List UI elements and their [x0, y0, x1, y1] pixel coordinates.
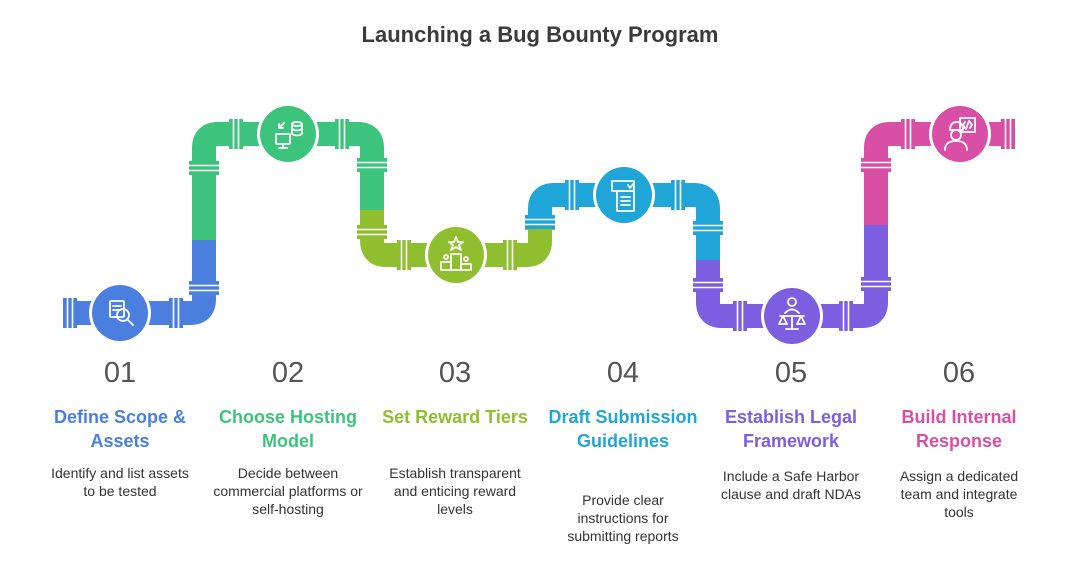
pipe-joint-2: [169, 298, 183, 328]
legal-scales-person-icon: [778, 297, 806, 330]
step-2-heading: Choose Hosting Model: [219, 407, 357, 451]
pipe-joint-16: [693, 278, 723, 292]
step-4-description: Provide clear instructions for submittin…: [567, 492, 679, 544]
step-4-number: 04: [606, 357, 640, 389]
pipe-joint-7: [357, 158, 387, 172]
step-5-node: [761, 285, 823, 347]
engineer-code-icon: [944, 117, 976, 151]
pipe-joint-21: [901, 119, 915, 149]
step-5-heading: Establish Legal Framework: [724, 407, 858, 451]
pipe-joint-22: [1001, 119, 1015, 149]
pipe-joint-10: [503, 240, 517, 270]
step-5-description: Include a Safe Harbor clause and draft N…: [720, 468, 862, 502]
step-3-heading: Set Reward Tiers: [382, 407, 528, 427]
step-6-description: Assign a dedicated team and integrate to…: [899, 468, 1019, 520]
pipe-joint-8: [357, 225, 387, 239]
step-2-node: [257, 103, 319, 165]
step-6-node: [929, 103, 991, 165]
server-database-icon: [275, 121, 303, 149]
step-nodes: [89, 103, 991, 347]
step-1-node: [89, 282, 151, 344]
pipe-joint-5: [229, 119, 243, 149]
asset-list-magnifier-icon: [109, 300, 134, 326]
step-4-heading: Draft Submission Guidelines: [548, 407, 698, 451]
step-1-number: 01: [103, 357, 137, 389]
pipe-segment-6: [864, 122, 1012, 225]
pipe-joint-6: [335, 119, 349, 149]
step-5-number: 05: [774, 357, 808, 389]
step-1-heading: Define Scope & Assets: [53, 407, 187, 451]
step-6-number: 06: [942, 357, 976, 389]
step-3-description: Establish transparent and enticing rewar…: [389, 465, 521, 517]
pipe-joint-14: [671, 180, 685, 210]
step-1-description: Identify and list assets to be tested: [51, 465, 189, 499]
pipe-joint-18: [839, 301, 853, 331]
pipe-joint-19: [861, 277, 891, 291]
pipe-segment-1: [70, 240, 216, 325]
page-title: Launching a Bug Bounty Program: [361, 22, 719, 47]
pipe-joint-13: [565, 180, 579, 210]
pipe-joint-12: [525, 215, 555, 229]
pipe-joint-1: [63, 298, 77, 328]
podium-star-icon: [440, 236, 472, 271]
pipe-joints: [63, 119, 1015, 331]
pipe-joint-20: [861, 158, 891, 172]
step-3-node: [425, 224, 487, 286]
pipe-joint-9: [397, 240, 411, 270]
pipe-joint-3: [189, 281, 219, 295]
document-guidelines-icon: [611, 180, 635, 212]
pipe-joint-17: [733, 301, 747, 331]
step-4-node: [593, 164, 655, 226]
step-3-number: 03: [438, 357, 472, 389]
step-2-number: 02: [271, 357, 305, 389]
step-2-description: Decide between commercial platforms or s…: [213, 465, 363, 517]
pipe-joint-15: [693, 221, 723, 235]
step-6-heading: Build Internal Response: [901, 407, 1017, 451]
pipe-joint-4: [189, 161, 219, 175]
